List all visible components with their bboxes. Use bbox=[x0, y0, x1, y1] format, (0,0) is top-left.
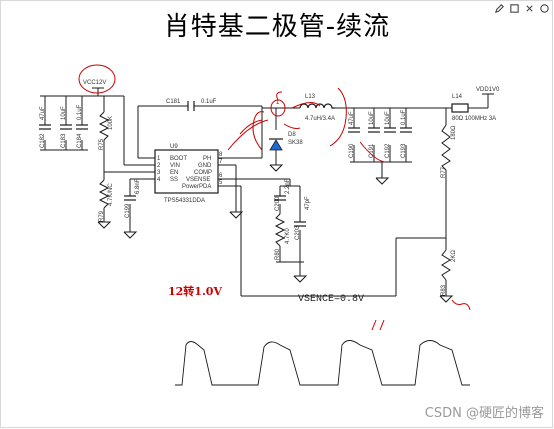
pin-ph: PH bbox=[203, 156, 211, 162]
hand-drawn-waveform bbox=[175, 340, 470, 386]
l14-ref: L14 bbox=[452, 94, 463, 100]
r83-ref: R83 bbox=[441, 284, 447, 296]
wires bbox=[40, 88, 489, 297]
c190-value: 47uF bbox=[349, 111, 355, 125]
r77-ref: R77 bbox=[441, 166, 447, 178]
c203-ref: C203 bbox=[295, 225, 301, 240]
c183-value: 10uF bbox=[61, 106, 67, 120]
settings-icon[interactable] bbox=[538, 2, 550, 14]
slide-title: 肖特基二极管-续流 bbox=[163, 12, 391, 42]
resistors bbox=[98, 111, 451, 281]
vsense-label: VSENCE=0.8V bbox=[298, 294, 365, 305]
c182-ref: C182 bbox=[40, 133, 46, 148]
pin-en: EN bbox=[170, 170, 178, 176]
c181-value: 0.1uF bbox=[201, 99, 217, 105]
inductors bbox=[299, 103, 469, 113]
watermark: CSDN @硬匠的博客 bbox=[424, 406, 544, 421]
c199-ref: C199 bbox=[125, 203, 131, 218]
c191-value: 10uF bbox=[369, 111, 375, 125]
l14-value: 80Ω 100MHz 3A bbox=[452, 116, 496, 122]
eraser-icon[interactable] bbox=[523, 2, 535, 14]
c190-ref: C190 bbox=[349, 143, 355, 158]
pin-comp: COMP bbox=[194, 170, 212, 176]
r80-value: 4.7K0 bbox=[285, 228, 291, 244]
l13-ref: L13 bbox=[305, 94, 316, 100]
r80-ref: R80 bbox=[275, 248, 281, 260]
c192-ref: C192 bbox=[385, 143, 391, 158]
c200-ref: C200 bbox=[275, 196, 281, 211]
c193-value: 0.1uF bbox=[401, 109, 407, 125]
ic-u9-body bbox=[154, 149, 219, 194]
conversion-note: 12转1.0V bbox=[168, 285, 222, 298]
c193-ref: C193 bbox=[401, 143, 407, 158]
r79-ref: R79 bbox=[99, 210, 105, 222]
vdd-label: VDD1V0 bbox=[476, 87, 500, 93]
pin-vsense: VSENSE bbox=[186, 177, 210, 183]
d8-value: SK38 bbox=[288, 140, 303, 146]
ic-ref: U9 bbox=[170, 144, 178, 150]
pin-num-5: 5 bbox=[219, 180, 223, 186]
d8-ref: D8 bbox=[288, 132, 296, 138]
c183-ref: C183 bbox=[61, 133, 67, 148]
c203-value: 47pF bbox=[305, 196, 311, 210]
capacitors bbox=[39, 101, 412, 227]
ic-part: TPS54331DDA bbox=[164, 198, 205, 204]
c200-value: 2.2nF bbox=[285, 178, 291, 194]
c191-ref: C191 bbox=[369, 143, 375, 158]
pen-icon[interactable] bbox=[493, 2, 505, 14]
pin-num-4: 4 bbox=[157, 177, 161, 183]
handwritten-annotations bbox=[78, 64, 471, 331]
r79-value: 4.7K/NC bbox=[108, 183, 114, 206]
pin-powerpad: PowerPDA bbox=[182, 184, 211, 190]
vcc-label: VCC12V bbox=[83, 80, 106, 86]
r77-value: 180Ω bbox=[451, 125, 457, 140]
c181-ref: C181 bbox=[166, 99, 181, 105]
pin-num-6: 6 bbox=[219, 173, 223, 179]
r75-ref: R75 bbox=[99, 138, 105, 150]
pin-num-1: 1 bbox=[157, 156, 161, 162]
c184-value: 0.1uF bbox=[77, 104, 83, 120]
c182-value: 47uF bbox=[40, 106, 46, 120]
annotation-toolbar bbox=[493, 2, 550, 14]
pin-num-2: 2 bbox=[157, 163, 161, 169]
annotation-number-mark: 1 bbox=[276, 100, 280, 106]
pin-gnd: GND bbox=[198, 163, 212, 169]
c199-value: 6.8nF bbox=[135, 178, 141, 194]
c184-ref: C184 bbox=[77, 133, 83, 148]
pin-boot: BOOT bbox=[170, 156, 187, 162]
schottky-diode-symbol bbox=[269, 138, 283, 151]
pin-num-3: 3 bbox=[157, 170, 161, 176]
pin-vin: VIN bbox=[170, 163, 180, 169]
r83-value: 2KΩ bbox=[451, 250, 457, 262]
pin-num-7: 7 bbox=[219, 159, 223, 165]
power-rails bbox=[92, 87, 494, 95]
pin-ss: SS bbox=[170, 177, 178, 183]
square-icon[interactable] bbox=[508, 2, 520, 14]
l13-value: 4.7uH/3.4A bbox=[305, 116, 335, 122]
pin-num-8: 8 bbox=[219, 152, 223, 158]
ground-symbols bbox=[97, 164, 454, 303]
r75-value: 100K bbox=[108, 116, 114, 130]
c192-value: 10uF bbox=[385, 111, 391, 125]
